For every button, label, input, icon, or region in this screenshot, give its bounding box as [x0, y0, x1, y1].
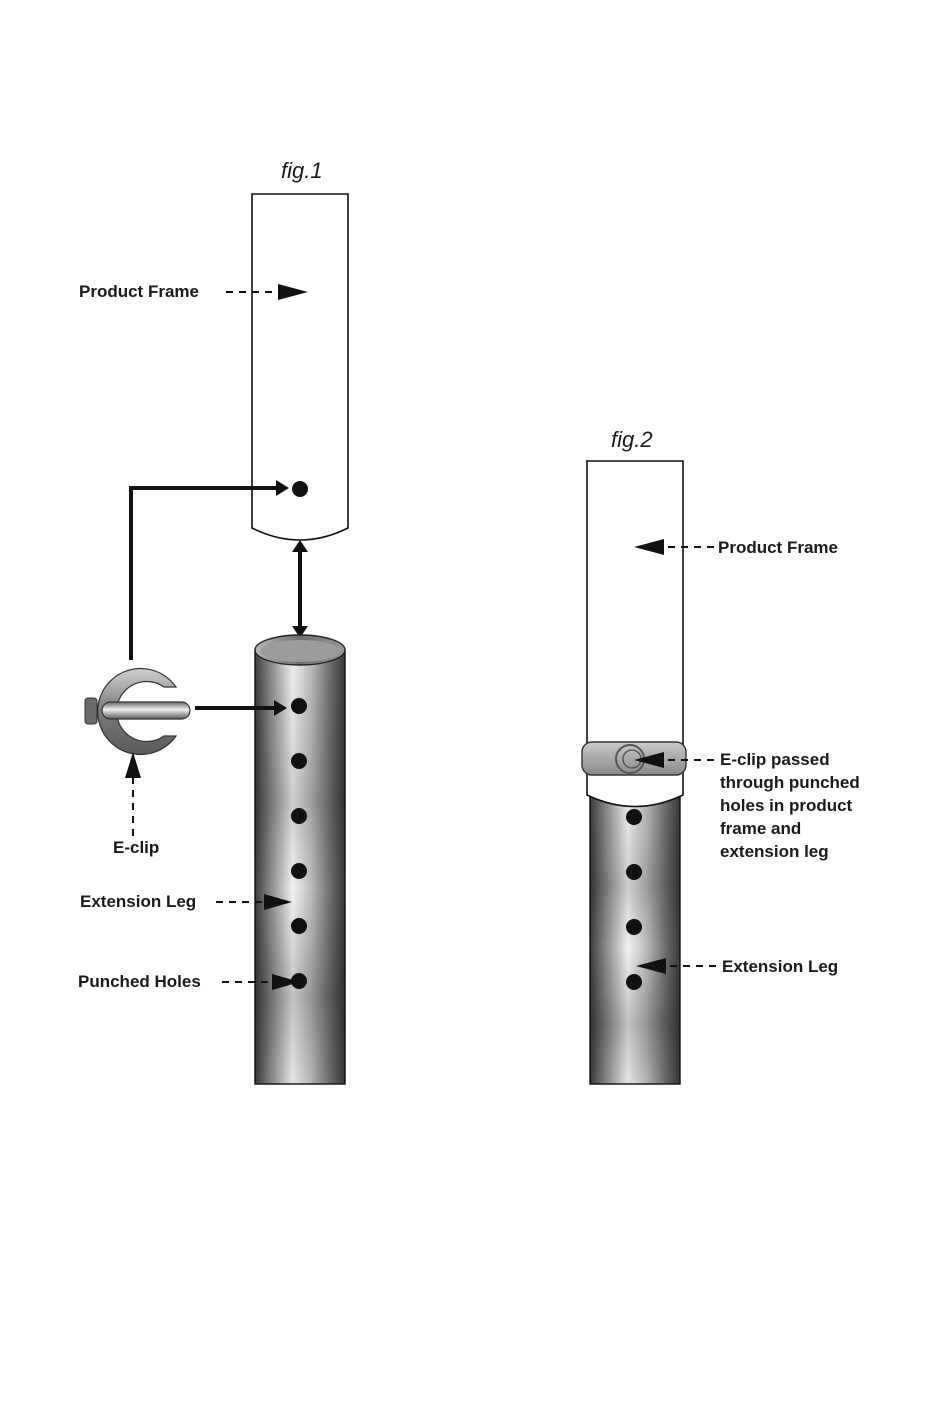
fig1-label-extension-leg: Extension Leg — [80, 890, 196, 913]
fig1-label-e-clip: E-clip — [113, 836, 159, 859]
e-clip-icon — [85, 669, 190, 755]
fig2-label-extension-leg: Extension Leg — [722, 955, 838, 978]
fig1-leader-e-clip — [125, 752, 141, 836]
fig2-title: fig.2 — [611, 427, 653, 453]
fig2-label-e-clip: E-clip passed through punched holes in p… — [720, 748, 860, 863]
fig2-e-clip-band-icon — [582, 742, 686, 775]
fig1-title: fig.1 — [281, 158, 323, 184]
fig1-insert-double-arrow — [292, 540, 308, 638]
fig2-e-clip-line: holes in product — [720, 794, 860, 817]
fig2-label-product-frame: Product Frame — [718, 536, 838, 559]
fig2-e-clip-line: frame and — [720, 817, 860, 840]
fig1-label-product-frame: Product Frame — [79, 280, 199, 303]
fig2-e-clip-line: through punched — [720, 771, 860, 794]
fig2-e-clip-line: E-clip passed — [720, 748, 860, 771]
fig1-label-punched-holes: Punched Holes — [78, 970, 201, 993]
fig2-e-clip-line: extension leg — [720, 840, 860, 863]
fig1-frame-hole — [292, 481, 308, 497]
